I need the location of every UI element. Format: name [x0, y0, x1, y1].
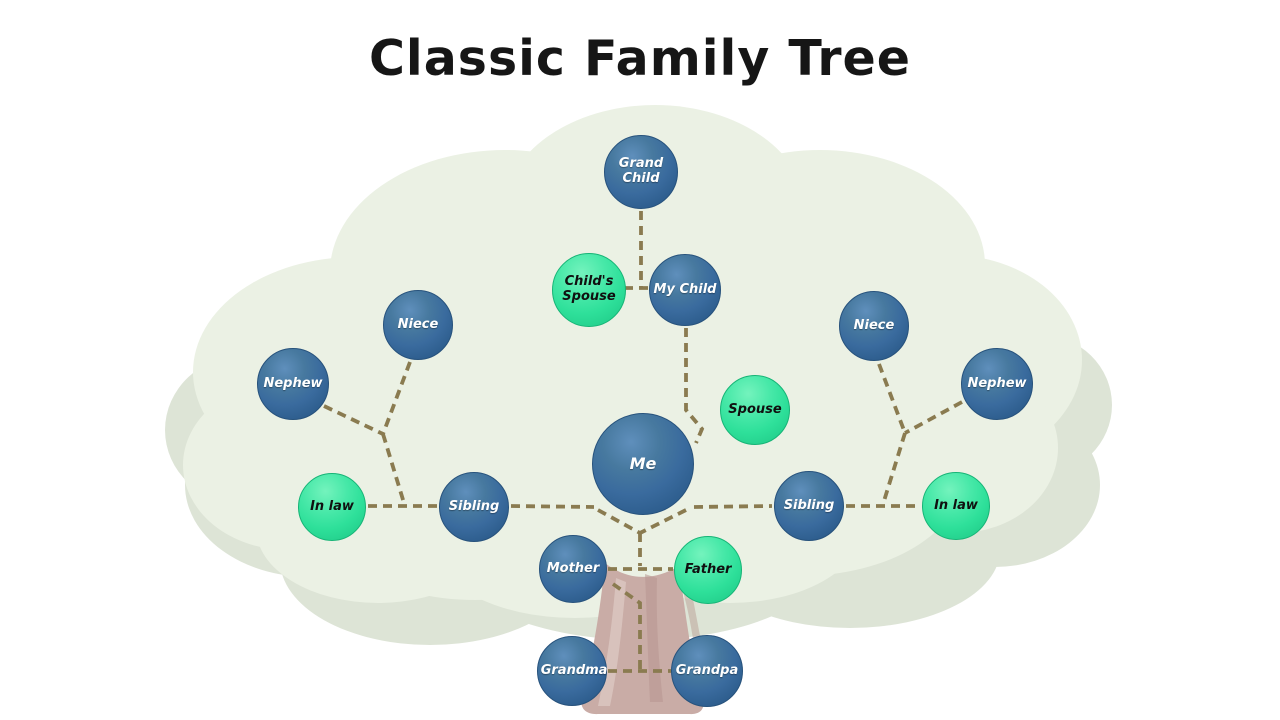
connector-nephew-right-arm	[904, 400, 963, 435]
node-mother[interactable]: Mother	[539, 535, 607, 603]
node-label: Grandpa	[675, 662, 739, 678]
node-sibling-right[interactable]: Sibling	[774, 471, 844, 541]
connector-right-y-stem	[882, 432, 907, 502]
node-father[interactable]: Father	[674, 536, 742, 604]
node-nephew-right[interactable]: Nephew	[961, 348, 1033, 420]
connector-parents-to-grandparents	[611, 582, 642, 671]
node-nephew-left[interactable]: Nephew	[257, 348, 329, 420]
node-grandma[interactable]: Grandma	[537, 636, 607, 706]
node-grandpa[interactable]: Grandpa	[671, 635, 743, 707]
connector-layer	[323, 211, 963, 673]
connector-niece-right-arm	[877, 363, 907, 434]
connector-mychild-to-me	[684, 328, 705, 444]
connector-me-wishbone-left	[597, 508, 641, 535]
node-label: Grandma	[540, 662, 608, 678]
node-in-law-left[interactable]: In law	[298, 473, 366, 541]
node-label: Child's Spouse	[562, 274, 616, 304]
node-in-law-right[interactable]: In law	[922, 472, 990, 540]
node-label: Sibling	[783, 497, 835, 513]
node-label: Mother	[546, 560, 600, 576]
node-label: Spouse	[728, 401, 782, 417]
node-label: In law	[310, 498, 354, 514]
node-grand-child[interactable]: Grand Child	[604, 135, 678, 209]
connector-me-wishbone-right	[639, 508, 687, 535]
node-spouse[interactable]: Spouse	[720, 375, 790, 445]
connector-nephew-left-arm	[323, 404, 384, 436]
node-label: Niece	[853, 317, 895, 333]
connector-left-y-stem	[381, 433, 406, 504]
node-label: Me	[629, 453, 657, 473]
node-me[interactable]: Me	[592, 413, 694, 515]
node-childs-spouse[interactable]: Child's Spouse	[552, 253, 626, 327]
node-label: My Child	[653, 281, 717, 297]
node-label: Niece	[397, 316, 439, 332]
node-label: Sibling	[448, 498, 500, 514]
node-label: Father	[684, 561, 732, 577]
node-label: Nephew	[967, 375, 1027, 391]
connector-me-to-sibling-right	[693, 504, 773, 509]
page-title: Classic Family Tree	[368, 30, 912, 87]
node-label: Grand Child	[618, 156, 664, 186]
node-niece-left[interactable]: Niece	[383, 290, 453, 360]
node-sibling-left[interactable]: Sibling	[439, 472, 509, 542]
node-niece-right[interactable]: Niece	[839, 291, 909, 361]
node-label: Nephew	[263, 375, 323, 391]
node-my-child[interactable]: My Child	[649, 254, 721, 326]
connector-niece-left-arm	[381, 361, 412, 435]
node-label: In law	[934, 497, 978, 513]
